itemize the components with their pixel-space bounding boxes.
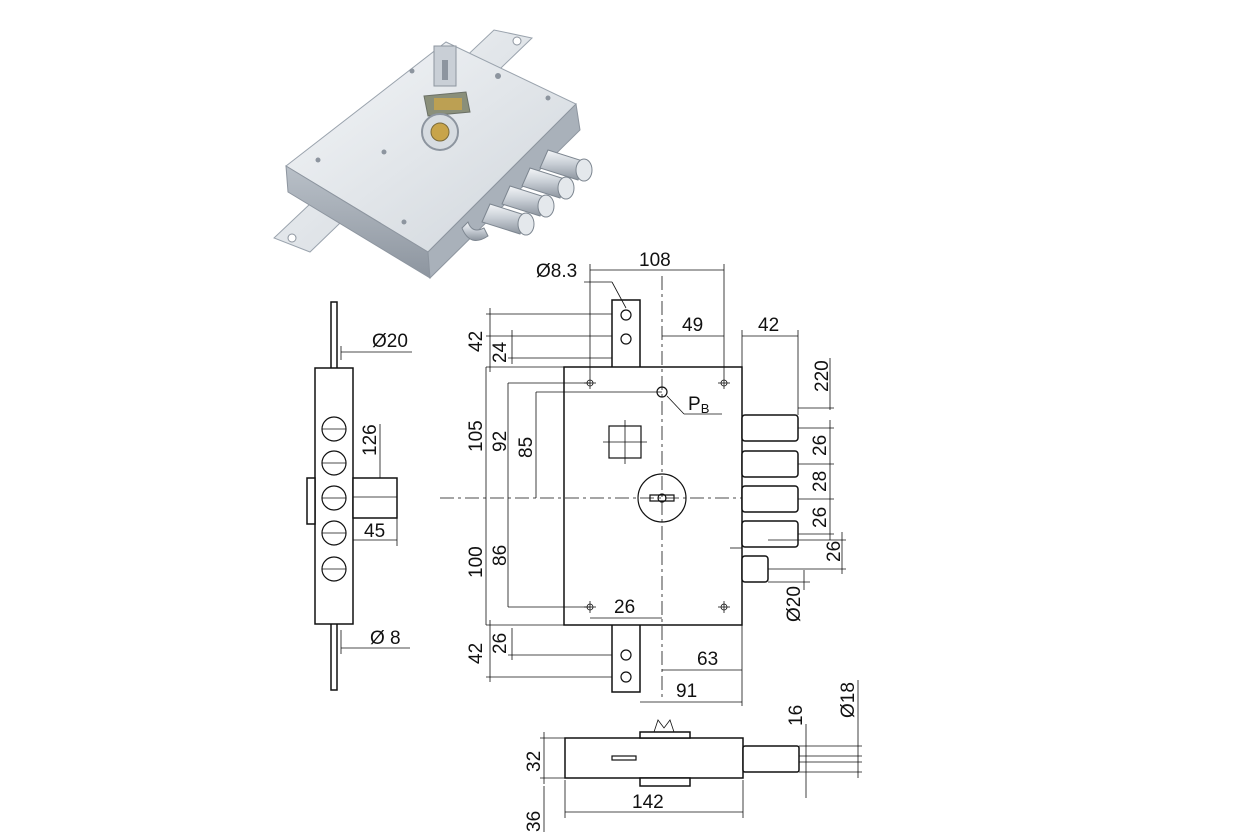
dim-phi8-3: Ø8.3 [536, 261, 577, 282]
dim-126: 126 [360, 424, 381, 456]
dim-220: 220 [812, 360, 833, 392]
bottom-view [540, 680, 862, 832]
dim-49: 49 [682, 315, 703, 336]
bolt-holes [321, 416, 347, 582]
dim-142: 142 [632, 792, 664, 813]
faceplate-tab-bottom [611, 623, 641, 693]
dim-42-left-bot: 42 [466, 643, 487, 664]
dim-26-c: 26 [824, 541, 845, 562]
dim-108: 108 [639, 250, 671, 271]
dim-28: 28 [810, 471, 831, 492]
dim-105: 105 [466, 420, 487, 452]
dimension-labels: 108 Ø8.3 49 42 220 Ø20 42 24 105 92 85 P… [360, 250, 859, 832]
dim-26-b: 26 [810, 507, 831, 528]
dim-92: 92 [490, 431, 511, 452]
lock-case [563, 366, 743, 626]
dim-42-top: 42 [758, 315, 779, 336]
dim-phi20-right: Ø20 [784, 586, 805, 622]
side-view [306, 301, 412, 691]
dim-36: 36 [524, 811, 545, 832]
lock-photo [273, 29, 593, 280]
dim-phi18: Ø18 [838, 682, 859, 718]
dim-100: 100 [466, 546, 487, 578]
photo-bolts [461, 149, 593, 241]
dim-26-left-bot: 26 [490, 633, 511, 654]
dim-32: 32 [524, 751, 545, 772]
dim-phi8: Ø 8 [370, 628, 401, 649]
dim-26-mid: 26 [614, 597, 635, 618]
front-view [440, 264, 846, 706]
side-case [314, 367, 354, 625]
pb-label: PB [688, 394, 709, 416]
dim-26-a: 26 [810, 435, 831, 456]
dim-phi20-left: Ø20 [372, 331, 408, 352]
dim-16: 16 [786, 705, 807, 726]
key-hub [637, 473, 687, 523]
dim-45: 45 [364, 521, 385, 542]
dim-91: 91 [676, 681, 697, 702]
dim-86: 86 [490, 545, 511, 566]
dim-42-left-top: 42 [466, 331, 487, 352]
bottom-case [564, 737, 744, 779]
dim-85: 85 [516, 437, 537, 458]
dim-24: 24 [490, 341, 511, 363]
dim-63: 63 [697, 649, 718, 670]
